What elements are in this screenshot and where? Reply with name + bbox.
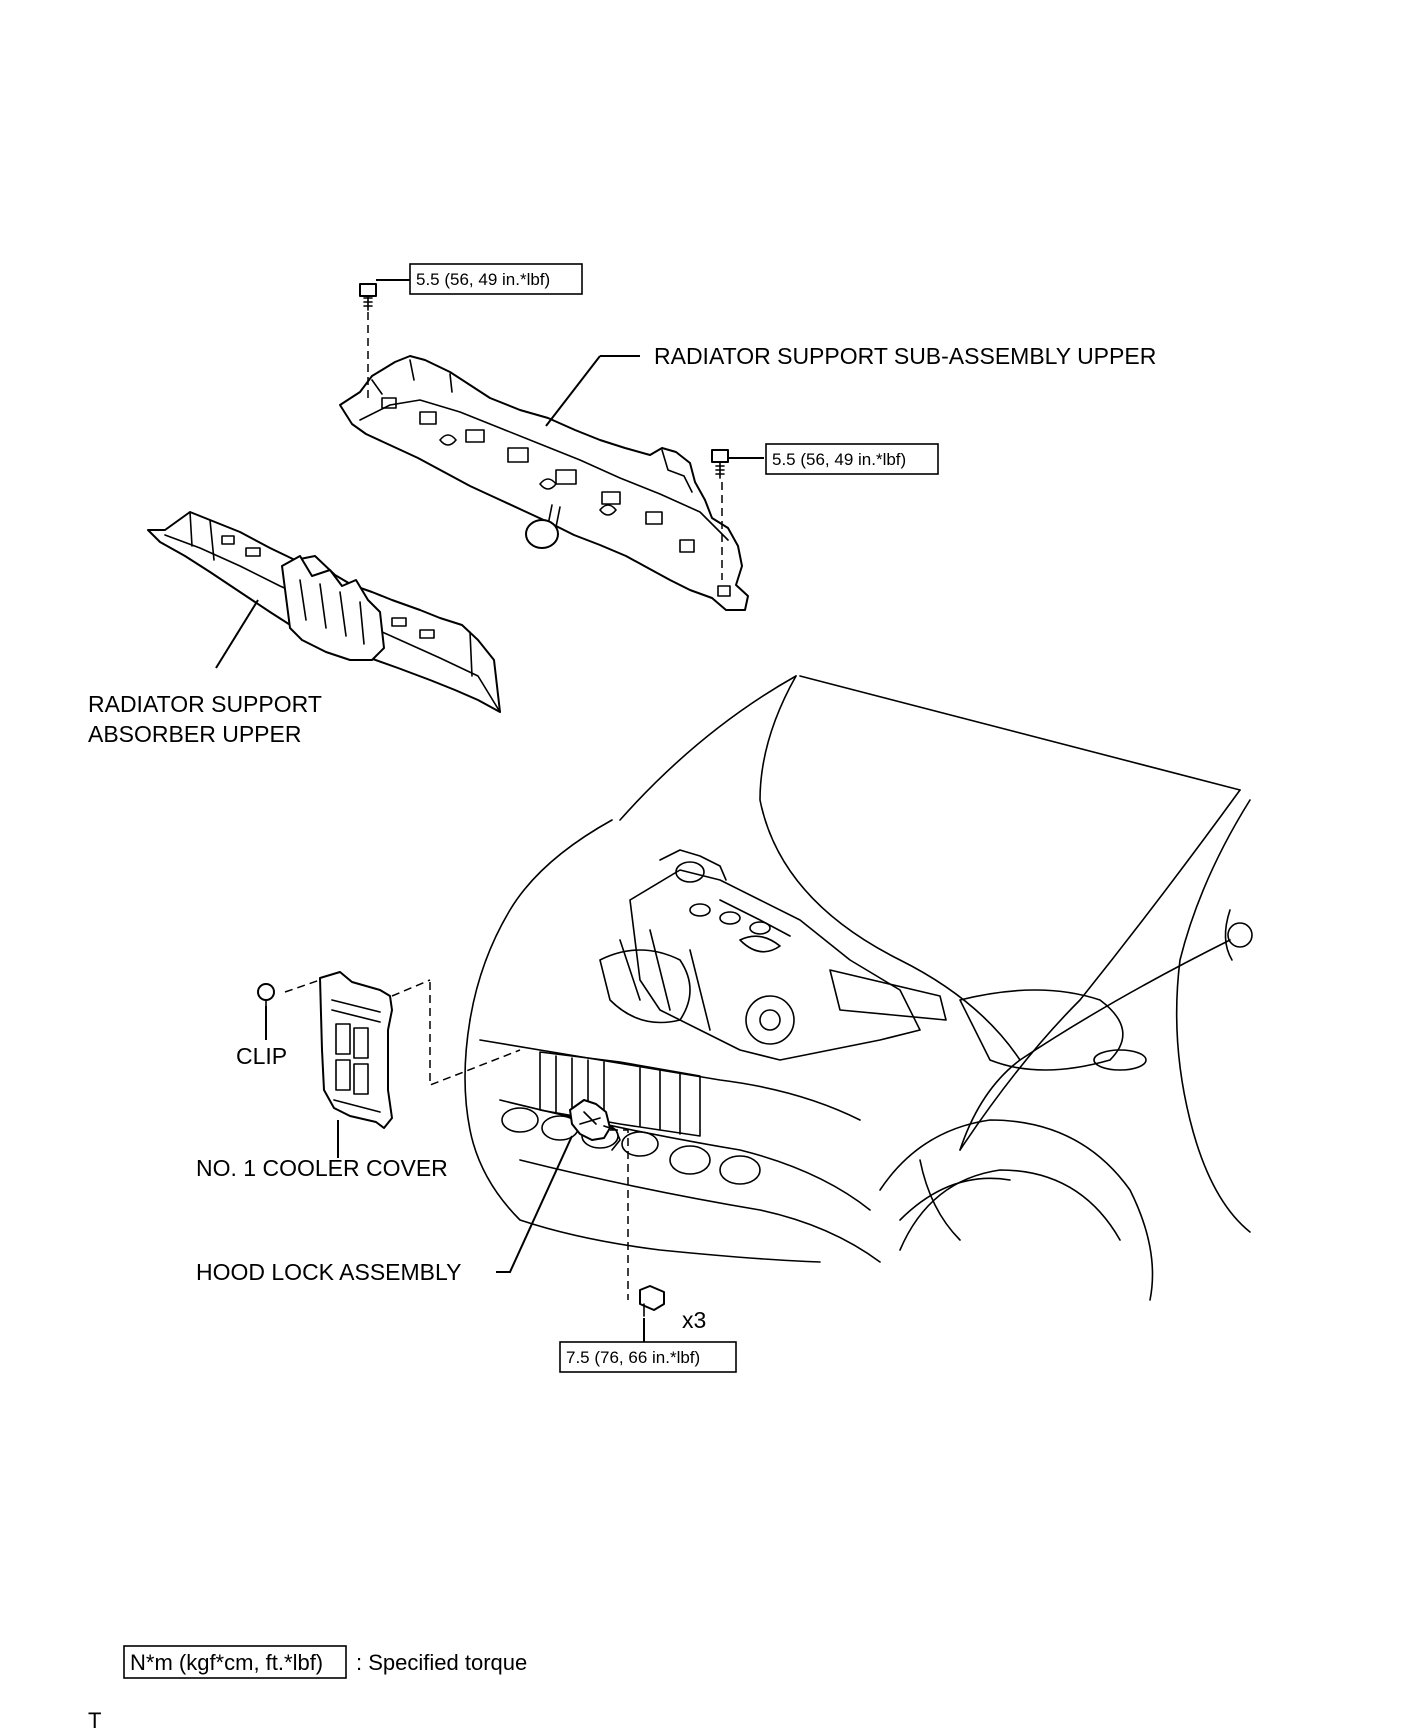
clip bbox=[257, 983, 275, 1007]
label-radiator-support-absorber-upper-line1: RADIATOR SUPPORT bbox=[88, 691, 322, 717]
leader-absorber-upper bbox=[215, 599, 259, 669]
label-clip: CLIP bbox=[236, 1043, 287, 1069]
label-radiator-support-absorber-upper-line2: ABSORBER UPPER bbox=[88, 721, 301, 747]
torque-box-upper-right: 5.5 (56, 49 in.*lbf) bbox=[765, 443, 939, 475]
no1-cooler-cover bbox=[284, 971, 521, 1129]
torque-value-upper-right: 5.5 (56, 49 in.*lbf) bbox=[772, 450, 906, 469]
torque-value-upper-left: 5.5 (56, 49 in.*lbf) bbox=[416, 270, 550, 289]
corner-mark: T bbox=[88, 1708, 101, 1733]
label-quantity-x3: x3 bbox=[682, 1307, 706, 1333]
torque-box-upper-left: 5.5 (56, 49 in.*lbf) bbox=[409, 263, 583, 295]
leader-radiator-support-upper bbox=[545, 355, 601, 427]
legend-description: : Specified torque bbox=[356, 1650, 527, 1675]
radiator-support-sub-assembly-upper bbox=[339, 355, 749, 611]
upper-right-bolt bbox=[711, 449, 764, 580]
hood-lock-bolt bbox=[610, 1129, 665, 1317]
vehicle-front-outline bbox=[464, 675, 1253, 1301]
label-no1-cooler-cover: NO. 1 COOLER COVER bbox=[196, 1155, 448, 1181]
torque-value-hood-lock: 7.5 (76, 66 in.*lbf) bbox=[566, 1348, 700, 1367]
label-hood-lock-assembly: HOOD LOCK ASSEMBLY bbox=[196, 1259, 461, 1285]
torque-box-hood-lock: 7.5 (76, 66 in.*lbf) bbox=[559, 1318, 737, 1373]
torque-legend: N*m (kgf*cm, ft.*lbf) : Specified torque bbox=[123, 1645, 527, 1679]
radiator-support-absorber-upper bbox=[147, 511, 501, 713]
upper-left-bolt bbox=[359, 279, 410, 400]
leader-hood-lock bbox=[496, 1135, 573, 1273]
label-radiator-support-sub-assembly-upper: RADIATOR SUPPORT SUB-ASSEMBLY UPPER bbox=[654, 343, 1156, 369]
legend-unit-box: N*m (kgf*cm, ft.*lbf) bbox=[130, 1650, 323, 1675]
